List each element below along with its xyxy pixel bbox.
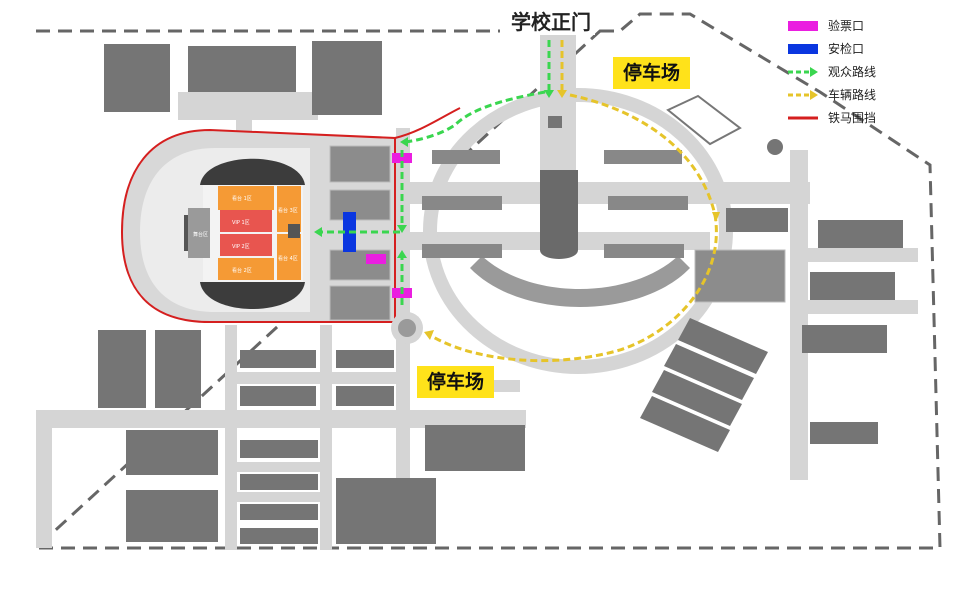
visitor-route-arrowheads <box>314 90 554 258</box>
seat-zone-label: 看台 1区 <box>232 195 252 202</box>
main-gate-label: 学校正门 <box>507 6 595 35</box>
buildings <box>98 41 903 544</box>
legend-item-vehicle-route: 车辆路线 <box>788 83 876 106</box>
yellow-arrow-icon <box>788 89 818 101</box>
seat-zone <box>218 186 274 210</box>
visitor-route <box>320 40 551 305</box>
legend-label: 观众路线 <box>828 65 877 79</box>
ticket-swatch-icon <box>788 20 818 32</box>
seat-zone-label: VIP 2区 <box>232 244 250 250</box>
legend-item-fence: 铁马围挡 <box>788 106 876 129</box>
map-legend: 验票口 安检口 观众路线 车辆路线 铁马围挡 <box>788 14 876 129</box>
legend-item-visitor-route: 观众路线 <box>788 60 876 83</box>
seat-zone <box>220 234 272 256</box>
legend-item-ticket: 验票口 <box>788 14 876 37</box>
arena: 舞台区 VIP 1区 VIP 2区 看台 1区 看台 2区 看台 3区 看台 4… <box>184 158 305 309</box>
parking-label-south: 停车场 <box>417 366 495 398</box>
central-building <box>422 150 690 307</box>
legend-label: 铁马围挡 <box>828 111 877 125</box>
green-arrow-icon <box>788 66 818 78</box>
ticket-check-marker <box>366 254 386 264</box>
seat-zone <box>277 234 301 280</box>
seat-zone-label: 看台 3区 <box>278 207 298 214</box>
seat-zone-label: 看台 4区 <box>278 255 298 262</box>
sports-courts <box>329 145 786 321</box>
vehicle-route <box>429 40 718 363</box>
parking-lot-outline <box>666 94 742 146</box>
stage-label: 舞台区 <box>193 231 208 238</box>
seat-zone-label: VIP 1区 <box>232 220 250 226</box>
ticket-check-marker <box>392 153 412 163</box>
seat-zone <box>218 258 274 280</box>
vehicle-route-arrowheads <box>424 90 720 340</box>
security-swatch-icon <box>788 43 818 55</box>
red-line-icon <box>788 112 818 124</box>
parking-label-north: 停车场 <box>613 57 691 89</box>
seat-zone-label: 看台 2区 <box>232 267 252 274</box>
seat-zone <box>220 210 272 232</box>
stage <box>188 208 210 258</box>
legend-label: 验票口 <box>828 19 865 33</box>
legend-item-security: 安检口 <box>788 37 876 60</box>
campus-boundary <box>32 12 942 550</box>
legend-label: 安检口 <box>828 42 865 56</box>
legend-label: 车辆路线 <box>828 88 877 102</box>
buildings-angled <box>640 318 768 452</box>
fence-line <box>394 107 461 139</box>
road-network <box>36 32 918 550</box>
